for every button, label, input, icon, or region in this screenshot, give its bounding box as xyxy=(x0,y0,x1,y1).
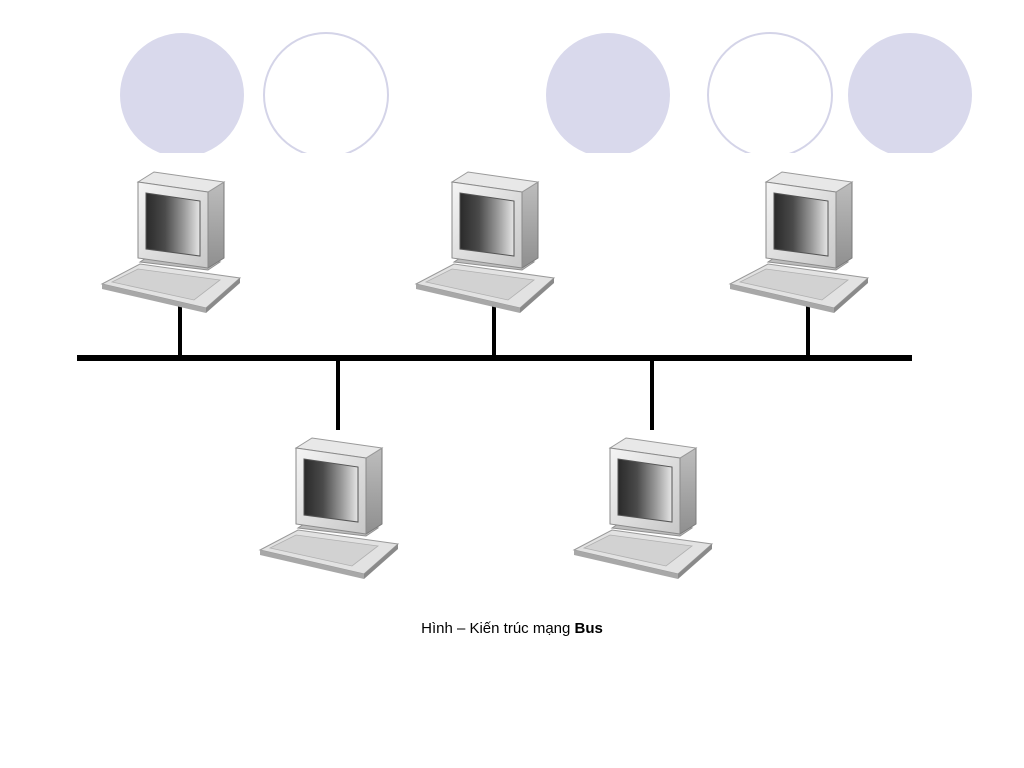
computer-3-icon xyxy=(729,171,869,314)
decor-circle-filled xyxy=(120,33,244,153)
computer-4-icon xyxy=(259,437,399,580)
decor-circle-outline xyxy=(263,32,389,153)
computer-2-icon xyxy=(415,171,555,314)
decor-circle-filled xyxy=(546,33,670,153)
computer-5-icon xyxy=(573,437,713,580)
computer-1-icon xyxy=(101,171,241,314)
decorative-circles xyxy=(120,32,972,153)
computers xyxy=(101,171,869,580)
figure-caption: Hình – Kiến trúc mạng Bus xyxy=(0,620,1024,637)
caption-bold: Bus xyxy=(574,620,603,637)
caption-prefix: Hình – Kiến trúc mạng xyxy=(421,620,575,637)
decor-circle-filled xyxy=(848,33,972,153)
decor-circle-outline xyxy=(707,32,833,153)
